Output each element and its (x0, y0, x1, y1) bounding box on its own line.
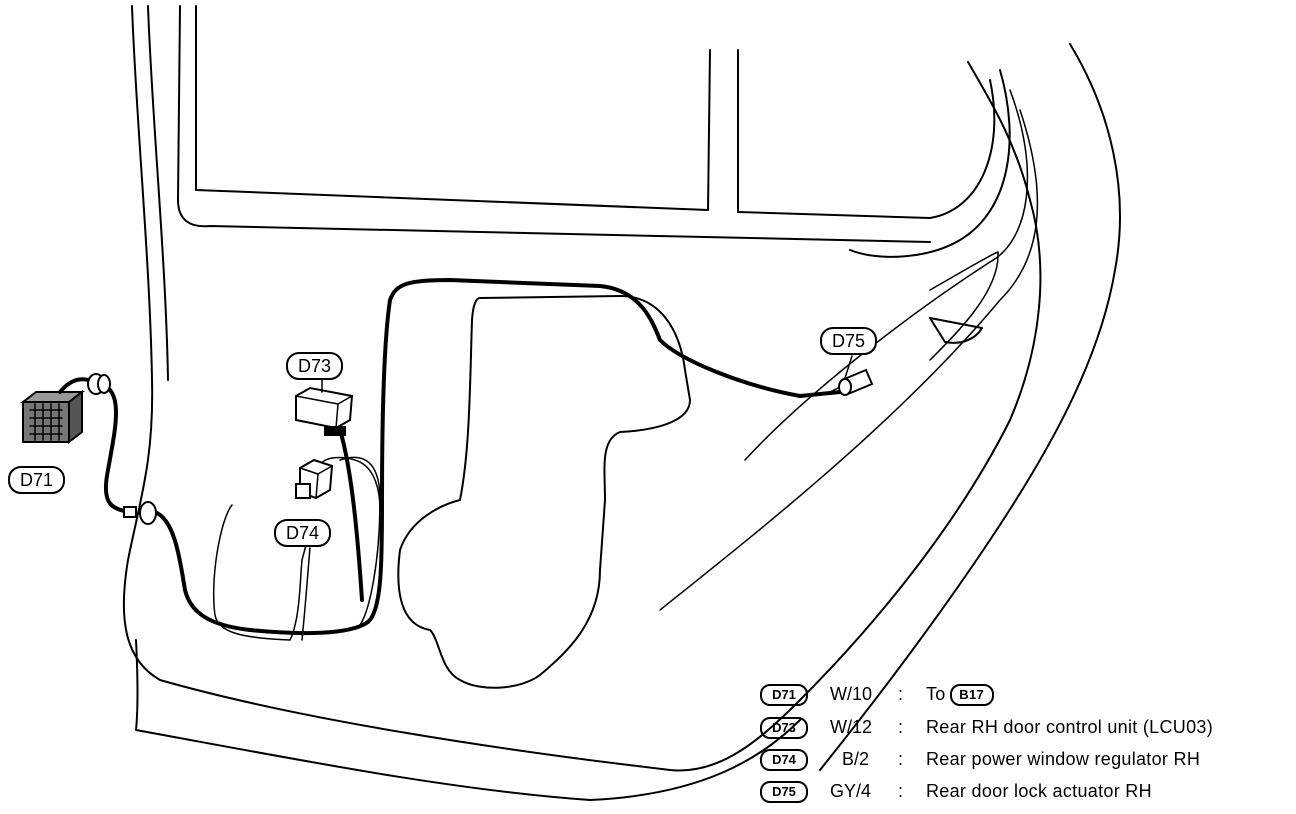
wire-harness (98, 278, 842, 636)
legend-connector: D73 (760, 717, 808, 739)
legend-connector: D71 (760, 684, 808, 706)
connector-d71 (20, 373, 157, 525)
door-panel-outline (122, 5, 1121, 801)
legend-ref-connector: B17 (949, 684, 994, 707)
connector-d73 (295, 386, 354, 436)
legend-description: Rear power window regulator RH (926, 749, 1201, 769)
legend-connector: D74 (760, 749, 808, 771)
legend-connector: D75 (760, 781, 808, 803)
legend-description: Rear door lock actuator RH (926, 781, 1152, 801)
callout-d74: D74 (274, 519, 332, 547)
leader-lines (301, 355, 853, 641)
legend-separator: : (898, 684, 904, 704)
callout-d71: D71 (8, 466, 66, 494)
legend-description-text: To (926, 684, 946, 704)
callout-d73: D73 (286, 352, 344, 380)
connector-d75 (829, 368, 874, 396)
legend-code: GY/4 (830, 781, 872, 801)
legend-code: W/10 (830, 684, 873, 704)
legend-code: W/12 (830, 717, 873, 737)
legend-description: Rear RH door control unit (LCU03) (926, 717, 1214, 737)
callout-d75: D75 (820, 327, 878, 355)
connector-d74 (295, 458, 334, 500)
legend-code: B/2 (842, 749, 870, 769)
legend-separator: : (898, 749, 904, 769)
legend-separator: : (898, 717, 904, 737)
legend-separator: : (898, 781, 904, 801)
